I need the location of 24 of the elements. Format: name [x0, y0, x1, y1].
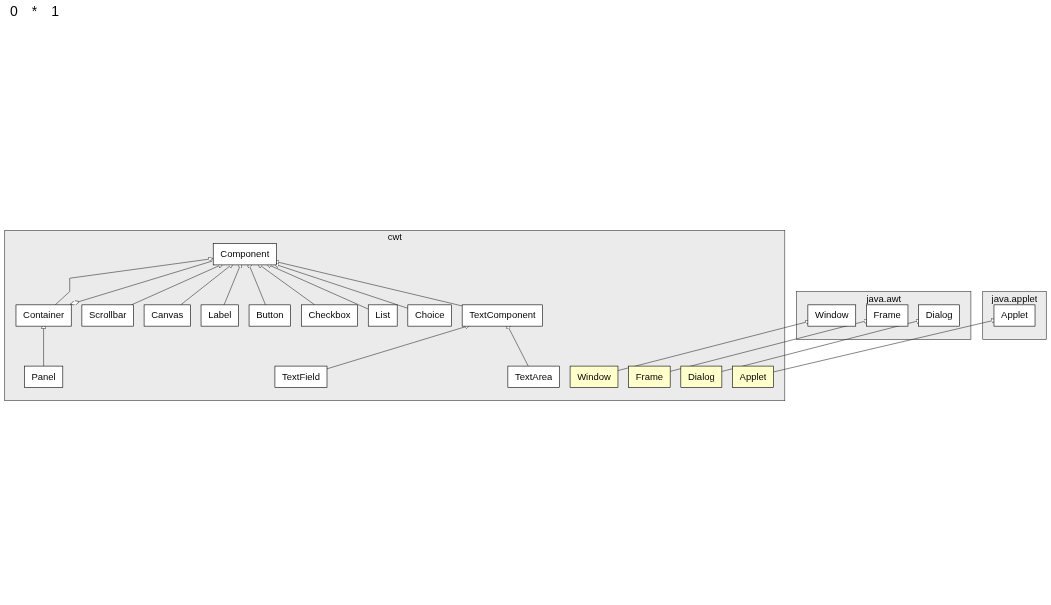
- node-box: Checkbox: [301, 304, 358, 327]
- node-box: Canvas: [143, 304, 191, 327]
- node-box: Applet: [993, 304, 1036, 327]
- multiplicity-label: 0: [10, 3, 18, 21]
- node-box: Component: [212, 243, 277, 266]
- node-box: Window: [569, 365, 619, 388]
- multiplicity-label: 1: [51, 3, 60, 21]
- node-box: Frame: [628, 365, 671, 388]
- node-box: Scrollbar: [81, 304, 134, 327]
- node-box: Container: [15, 304, 72, 327]
- node-box: Frame: [866, 304, 909, 327]
- node-box: Button: [248, 304, 291, 327]
- node-box: Applet: [732, 365, 774, 388]
- node-box: Panel: [24, 365, 64, 388]
- node-box: List: [367, 304, 398, 327]
- node-box: Label: [200, 304, 239, 327]
- node-box: Window: [807, 304, 857, 327]
- multiplicity-label: *: [31, 3, 38, 21]
- node-box: Choice: [407, 304, 452, 327]
- node-box: TextField: [274, 365, 328, 388]
- node-box: TextComponent: [461, 304, 543, 327]
- node-box: Dialog: [918, 304, 960, 327]
- node-box: Dialog: [680, 365, 723, 388]
- node-box: TextArea: [507, 365, 560, 388]
